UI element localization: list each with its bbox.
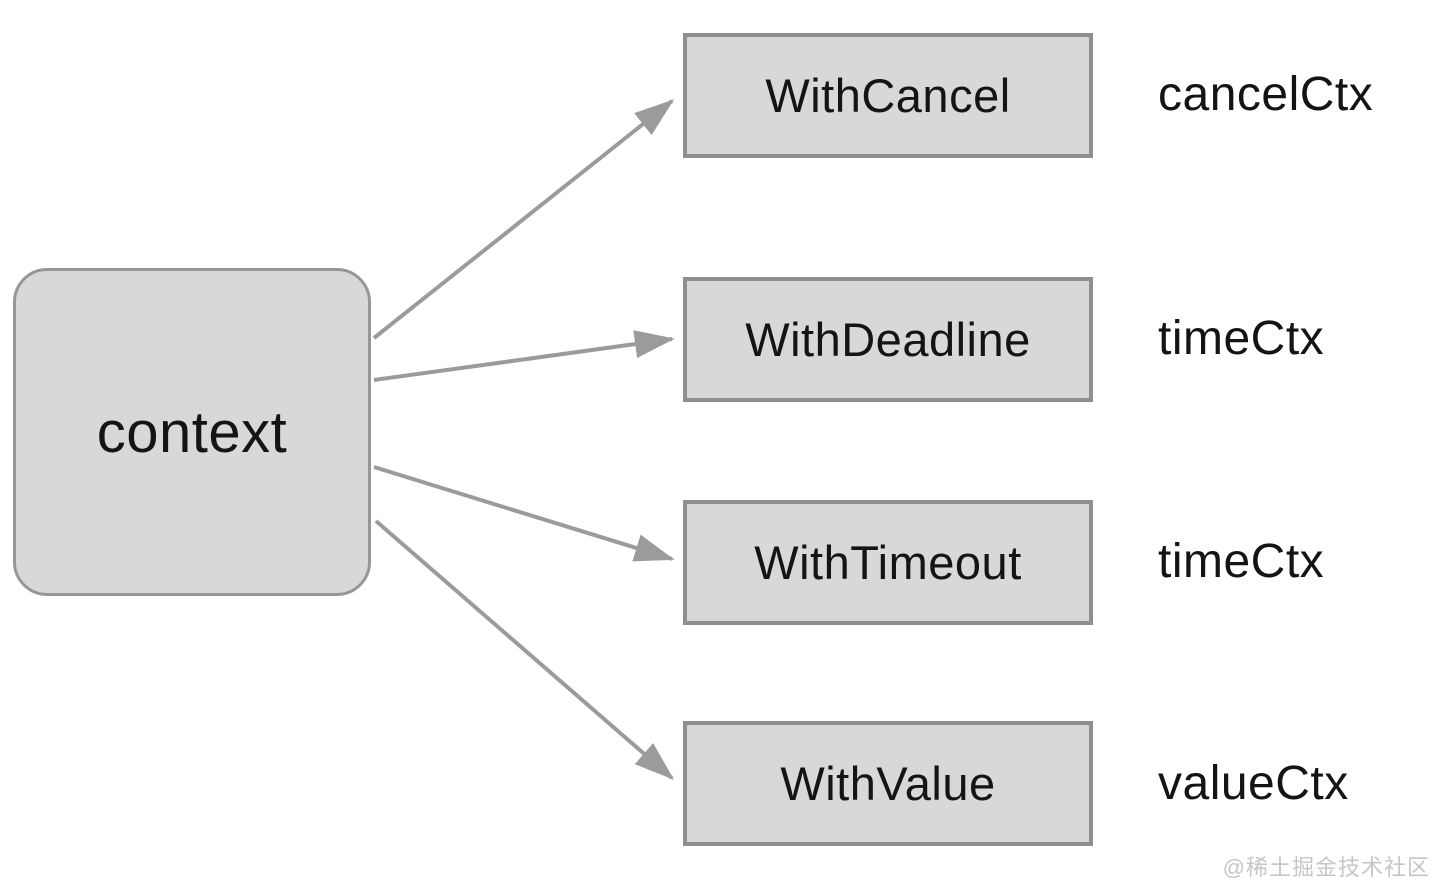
node-withtimeout: WithTimeout <box>683 500 1093 625</box>
arrow-context-to-withvalue <box>374 519 675 780</box>
annotation-valuectx: valueCtx <box>1158 757 1349 810</box>
arrow-context-to-withcancel <box>372 99 675 340</box>
node-withvalue: WithValue <box>683 721 1093 846</box>
arrow-context-to-withtimeout <box>373 465 675 562</box>
node-withvalue-label: WithValue <box>780 757 996 810</box>
watermark: @稀土掘金技术社区 <box>1222 855 1430 880</box>
annotation-timectx-timeout: timeCtx <box>1158 535 1325 588</box>
annotation-timectx-deadline: timeCtx <box>1158 312 1325 365</box>
node-withdeadline-label: WithDeadline <box>745 313 1031 366</box>
annotation-cancelctx: cancelCtx <box>1158 68 1374 121</box>
arrow-context-to-withdeadline <box>373 330 675 382</box>
node-context-label: context <box>96 399 288 465</box>
node-withtimeout-label: WithTimeout <box>754 536 1022 589</box>
node-context: context <box>13 268 371 596</box>
node-withcancel: WithCancel <box>683 33 1093 158</box>
node-withdeadline: WithDeadline <box>683 277 1093 402</box>
node-withcancel-label: WithCancel <box>765 69 1011 122</box>
